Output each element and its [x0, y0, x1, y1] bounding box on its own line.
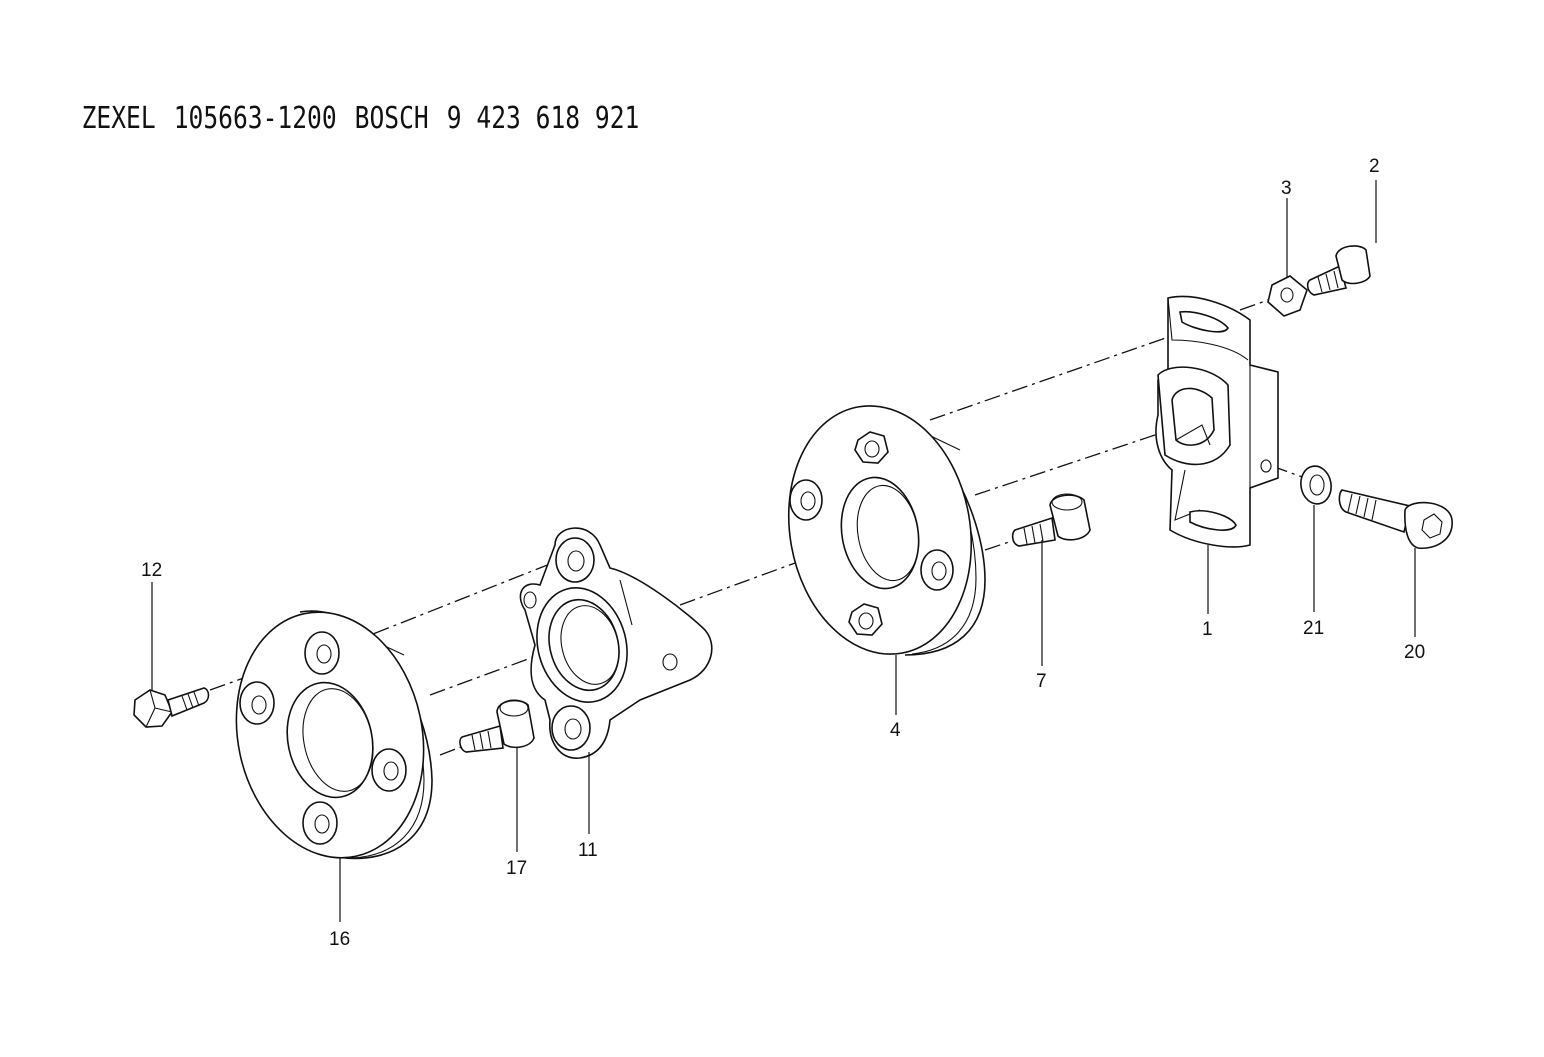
callout-17: 17: [506, 858, 527, 879]
callout-7: 7: [1036, 671, 1047, 692]
part-7-cap-screw: [1011, 493, 1091, 547]
part-16-flange-disc: [235, 610, 433, 860]
part-17-cap-screw: [459, 699, 535, 753]
brand-zexel: ZEXEL: [81, 101, 156, 136]
callout-3: 3: [1281, 178, 1292, 199]
callout-11: 11: [578, 840, 598, 861]
zexel-part-number: 105663-1200: [173, 101, 337, 136]
part-12-hex-bolt: [133, 687, 210, 728]
callout-1: 1: [1202, 619, 1213, 640]
callout-21: 21: [1303, 618, 1324, 639]
part-21-washer: [1300, 465, 1332, 505]
part-20-cap-screw: [1338, 489, 1453, 549]
part-1-bracket: [1155, 295, 1279, 548]
drawing-title: ZEXEL 105663-1200 BOSCH 9 423 618 921: [52, 66, 657, 136]
callout-20: 20: [1404, 642, 1425, 663]
bosch-part-number: 9 423 618 921: [446, 101, 640, 136]
leader-lines: [151, 180, 1416, 922]
callout-2: 2: [1369, 156, 1380, 177]
part-2-cap-screw: [1306, 245, 1371, 296]
callout-16: 16: [329, 929, 350, 950]
callout-labels: 1 2 3 4 7 11 12 16 17 20 21: [141, 156, 1425, 950]
callout-4: 4: [890, 720, 901, 741]
part-3-square-washer: [1267, 275, 1308, 317]
callout-12: 12: [141, 560, 162, 581]
brand-bosch: BOSCH: [354, 101, 429, 136]
part-4-coupling-disc: [787, 405, 986, 656]
part-11-hub: [519, 527, 713, 759]
